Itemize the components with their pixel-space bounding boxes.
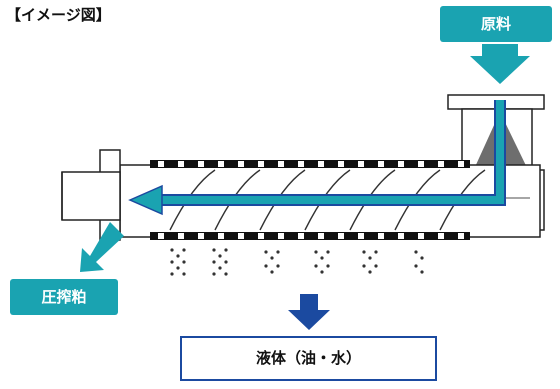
material-flow-arrow xyxy=(128,100,506,216)
diagram-title: 【イメージ図】 xyxy=(6,6,111,24)
raw-material-label: 原料 xyxy=(440,6,552,42)
raw-material-arrow xyxy=(470,44,530,84)
press-cake-label: 圧搾粕 xyxy=(10,279,118,315)
liquid-drips xyxy=(170,248,424,276)
liquid-down-arrow xyxy=(288,294,330,330)
barrel-slots xyxy=(150,160,470,240)
press-cake-arrow xyxy=(80,222,124,272)
liquid-output-box: 液体（油・水） xyxy=(180,336,437,381)
